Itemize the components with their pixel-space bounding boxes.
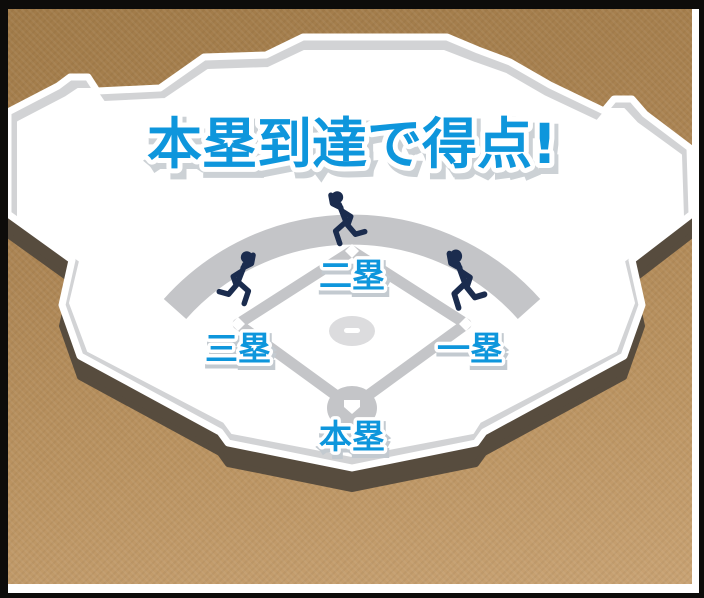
- pitcher-rubber: [344, 328, 360, 333]
- headline: 本塁到達で得点!: [147, 112, 557, 176]
- label-first-base-shadow: 一塁: [439, 333, 505, 372]
- baseball-field-illustration: 本塁到達で得点! 本塁到達で得点! 二塁 二塁 三塁 三塁 一塁 一塁 本塁 本…: [8, 33, 692, 492]
- base-marker-third: [231, 317, 245, 331]
- scene: 本塁到達で得点! 本塁到達で得点! 二塁 二塁 三塁 三塁 一塁 一塁 本塁 本…: [8, 9, 692, 584]
- frame-inner-mat: 本塁到達で得点! 本塁到達で得点! 二塁 二塁 三塁 三塁 一塁 一塁 本塁 本…: [8, 9, 699, 593]
- field-board: 本塁到達で得点! 本塁到達で得点! 二塁 二塁 三塁 三塁 一塁 一塁 本塁 本…: [8, 9, 692, 584]
- base-marker-second: [345, 244, 359, 258]
- label-home-plate: 本塁: [319, 417, 385, 456]
- headline-shadow: 本塁到達で得点!: [151, 118, 561, 182]
- label-second-base-shadow: 二塁: [321, 260, 387, 299]
- base-marker-first: [459, 317, 473, 331]
- home-plate: [344, 400, 360, 414]
- label-home-plate-shadow: 本塁: [321, 421, 387, 460]
- label-second-base: 二塁: [319, 256, 385, 295]
- label-first-base: 一塁: [437, 329, 503, 368]
- label-third-base-shadow: 三塁: [207, 333, 273, 372]
- label-third-base: 三塁: [205, 329, 271, 368]
